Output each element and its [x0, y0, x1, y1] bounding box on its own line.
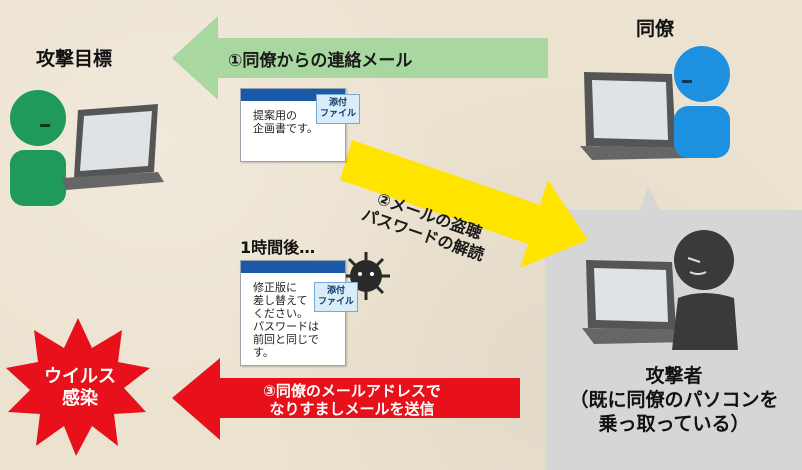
arrow-3-shape: [172, 358, 520, 440]
email-1-body: 提案用の 企画書です。: [253, 109, 318, 135]
target-label: 攻撃目標: [36, 48, 113, 70]
time-after-label: 1時間後…: [240, 238, 316, 257]
step-3-label: ③同僚のメールアドレスで なりすましメールを送信: [263, 382, 441, 418]
arrow-2-shape: [340, 140, 588, 268]
colleague-person-icon: [674, 46, 730, 158]
email-1: 提案用の 企画書です。: [240, 88, 346, 162]
attacker-laptop-icon: [582, 260, 690, 344]
virus-burst: [6, 318, 150, 456]
email-2-attachment: 添付 ファイル: [314, 282, 358, 312]
attacker-person-icon: [672, 230, 738, 350]
target-person-icon: [10, 90, 66, 206]
arrow-1-shape: [172, 16, 548, 100]
colleague-laptop-icon: [580, 72, 690, 160]
email-2: 修正版に 差し替えて ください。 パスワードは 前回と同じです。: [240, 260, 346, 366]
target-laptop-icon: [62, 104, 164, 190]
email-2-body: 修正版に 差し替えて ください。 パスワードは 前回と同じです。: [253, 281, 319, 359]
colleague-label: 同僚: [636, 18, 675, 40]
email-1-attachment: 添付 ファイル: [316, 94, 360, 124]
virus-label: ウイルス 感染: [44, 366, 116, 409]
virus-icon: [342, 252, 390, 300]
attacker-label: 攻撃者 （既に同僚のパソコンを 乗っ取っている）: [569, 365, 779, 435]
email-2-header: [241, 261, 345, 273]
step-1-label: ①同僚からの連絡メール: [228, 51, 413, 71]
